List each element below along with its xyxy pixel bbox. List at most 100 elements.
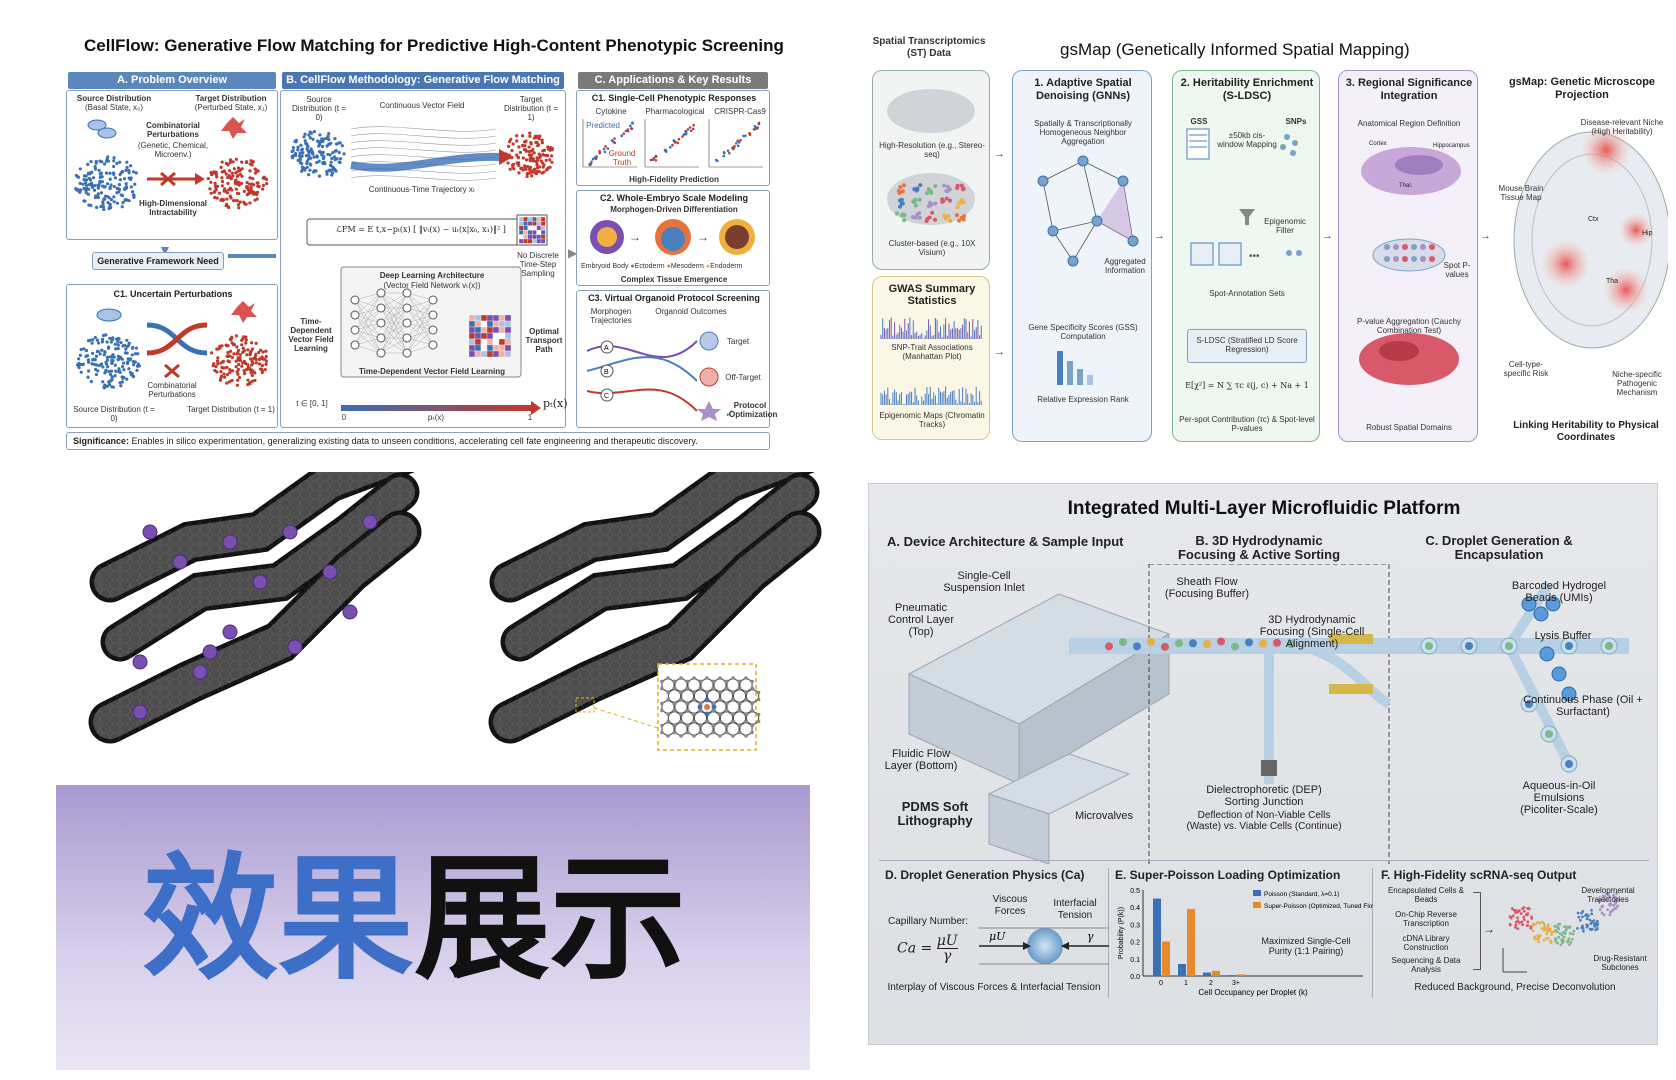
spot-pvalues-label: Spot P-values	[1443, 261, 1471, 279]
morph-label: Morphogen Trajectories	[590, 307, 632, 325]
cytokine-label: Cytokine	[595, 107, 627, 116]
col4-projection: gsMap: Genetic Microscope Projection Dis…	[1496, 70, 1668, 443]
basal-state-label: (Basal State, x₀)	[84, 103, 143, 112]
y-tick-label: 0.1	[1130, 957, 1140, 964]
svg-text:γ: γ	[1087, 930, 1094, 943]
b-traj-label: Continuous-Time Trajectory xₜ	[368, 185, 476, 194]
c1-box: C1. Single-Cell Phenotypic Responses Cyt…	[576, 90, 770, 186]
hires-label: High-Resolution (e.g., Stereo-seq)	[879, 141, 985, 159]
c2-legend-2: Ectoderm	[634, 263, 665, 270]
capillary-label: Capillary Number:	[887, 916, 969, 927]
cellflow-title: CellFlow: Generative Flow Matching for P…	[84, 36, 784, 55]
c2-title: C2. Whole-Embryo Scale Modeling	[599, 193, 749, 203]
barcoded-label: Barcoded Hydrogel Beads (UMIs)	[1511, 580, 1607, 604]
lysis-label: Lysis Buffer	[1534, 630, 1592, 642]
col1-box: 1. Adaptive Spatial Denoising (GNNs) Spa…	[1012, 70, 1152, 442]
f-foot: Reduced Background, Precise Deconvolutio…	[1414, 982, 1616, 993]
col3-a: Anatomical Region Definition	[1357, 119, 1461, 128]
no-discrete-label: No Discrete Time-Step Sampling	[517, 251, 559, 278]
col3-header: 3. Regional Significance Integration	[1345, 77, 1473, 102]
legend-dot-icon: ●	[705, 263, 711, 270]
col3-box: 3. Regional Significance Integration Ana…	[1338, 70, 1478, 442]
bar	[1228, 975, 1236, 976]
device-graphic	[907, 564, 1629, 864]
micro-sec-c: C. Droplet Generation & Encapsulation	[1425, 533, 1573, 562]
proto-label: Protocol Optimization	[729, 401, 778, 419]
sec-d-title: D. Droplet Generation Physics (Ca)	[885, 868, 1085, 882]
embryo-graphic: → →	[590, 219, 755, 255]
c2-box: C2. Whole-Embryo Scale Modeling Morphoge…	[576, 190, 770, 286]
manhattan-graphic	[880, 317, 982, 405]
f-c: cDNA Library Construction	[1402, 934, 1450, 952]
droplet-graphic: μU γ	[979, 927, 1109, 965]
f-a: Encapsulated Cells & Beads	[1387, 886, 1465, 904]
hfp-label: High-Fidelity Prediction	[629, 175, 719, 184]
legend-label: Super-Poisson (Optimized, Tuned Flow)	[1264, 903, 1373, 910]
dla-sub-label: (Vector Field Network vₜ(x))	[383, 281, 481, 290]
focus3d-label: 3D Hydrodynamic Focusing (Single-Cell Al…	[1259, 614, 1365, 650]
src-t0-label: Source Distribution (t = 0)	[73, 405, 155, 423]
tha-label: Tha	[1606, 278, 1619, 285]
target-label: Target	[726, 337, 750, 346]
predicted-label: Predicted	[586, 121, 620, 130]
dep-label: Dielectrophoretic (DEP) Sorting Junction	[1206, 784, 1322, 808]
svg-text:•••: •••	[1249, 251, 1260, 262]
tgt-t1-label: Target Distribution (t = 1)	[187, 405, 275, 414]
c1-uncertain-box: C1. Uncertain Perturbations Combinatoria…	[66, 284, 278, 428]
snps-label: SNPs	[1285, 117, 1307, 126]
c1-scatter-graphic	[582, 119, 763, 168]
rank-bars-graphic	[1057, 351, 1093, 385]
ldsc-equation: E[χ²] = N ∑ τc ℓ(j, c) + Na + 1	[1185, 381, 1309, 390]
legend-label: Poisson (Standard, λ=0.1)	[1264, 891, 1339, 898]
y-tick-label: 0.4	[1130, 905, 1140, 912]
sec-b-header: B. CellFlow Methodology: Generative Flow…	[282, 72, 564, 89]
outcomes-label: Organoid Outcomes	[655, 307, 727, 316]
y-tick-label: 0.3	[1130, 922, 1140, 929]
c2-legend-1: Embryoid Body	[581, 263, 629, 270]
legend-swatch	[1253, 890, 1261, 896]
col1-header: 1. Adaptive Spatial Denoising (GNNs)	[1034, 77, 1132, 102]
sec-e: E. Super-Poisson Loading Optimization 0.…	[1113, 868, 1373, 998]
gen-need-box: Generative Framework Need	[92, 252, 224, 270]
dep-sub-label: Deflection of Non-Viable Cells (Waste) v…	[1186, 810, 1342, 832]
snp-label: SNP-Trait Associations (Manhattan Plot)	[891, 343, 973, 361]
t-range-label: t ∈ [0, 1]	[296, 399, 328, 408]
arrow-icon: →	[1322, 230, 1333, 242]
protocol-graphic: A B C ✓	[586, 331, 734, 421]
nanotube-image	[80, 431, 831, 762]
f-d: Sequencing & Data Analysis	[1391, 956, 1461, 974]
f-bracket	[1473, 892, 1481, 970]
agg-label: P-value Aggregation (Cauchy Combination …	[1356, 317, 1462, 335]
microfluidic-panel: Integrated Multi-Layer Microfluidic Plat…	[868, 483, 1658, 1045]
significance-text: Enables in silico experimentation, gener…	[131, 436, 698, 446]
brain-heatmap-graphic	[1513, 124, 1668, 349]
microvalves-label: Microvalves	[1074, 810, 1134, 822]
x-tick-label: 2	[1209, 980, 1213, 987]
sldsc-box: S-LDSC (Stratified LD Score Regression)	[1187, 329, 1307, 363]
ptx-tick: pₜ(x)	[427, 413, 445, 422]
target-dist-label: Target Distribution	[195, 94, 267, 103]
f-b: On-Chip Reverse Transcription	[1395, 910, 1457, 928]
problem-overview-graphic	[74, 117, 269, 212]
y-tick-label: 0.5	[1130, 888, 1140, 895]
contrib-label: Per-spot Contribution (τc) & Spot-level …	[1179, 415, 1315, 433]
disease-label: Disease-relevant Niche (High Heritabilit…	[1580, 118, 1664, 136]
ground-truth-label: Ground Truth	[608, 149, 636, 167]
hip-label: Hip	[1642, 230, 1653, 237]
micro-sec-b: B. 3D Hydrodynamic Focusing & Active Sor…	[1177, 533, 1341, 562]
umap-graphic	[1502, 892, 1620, 973]
x-tick-label: 3+	[1232, 980, 1240, 987]
uncertain-graphic	[76, 301, 268, 390]
svg-text:μU: μU	[989, 930, 1006, 943]
pt-label: pₜ(x)	[543, 397, 568, 410]
col1-d: Relative Expression Rank	[1037, 395, 1129, 404]
right-arrow-icon	[228, 254, 276, 258]
arrow-icon: →	[1483, 922, 1495, 936]
off-target-label: Off-Target	[725, 373, 761, 382]
brain-graphic	[887, 89, 975, 225]
svg-text:→: →	[697, 230, 709, 244]
sec-a-header: A. Problem Overview	[68, 72, 276, 89]
bar	[1237, 974, 1245, 976]
micro-sec-a: A. Device Architecture & Sample Input	[887, 534, 1124, 549]
arrow-icon: →	[994, 346, 1005, 358]
